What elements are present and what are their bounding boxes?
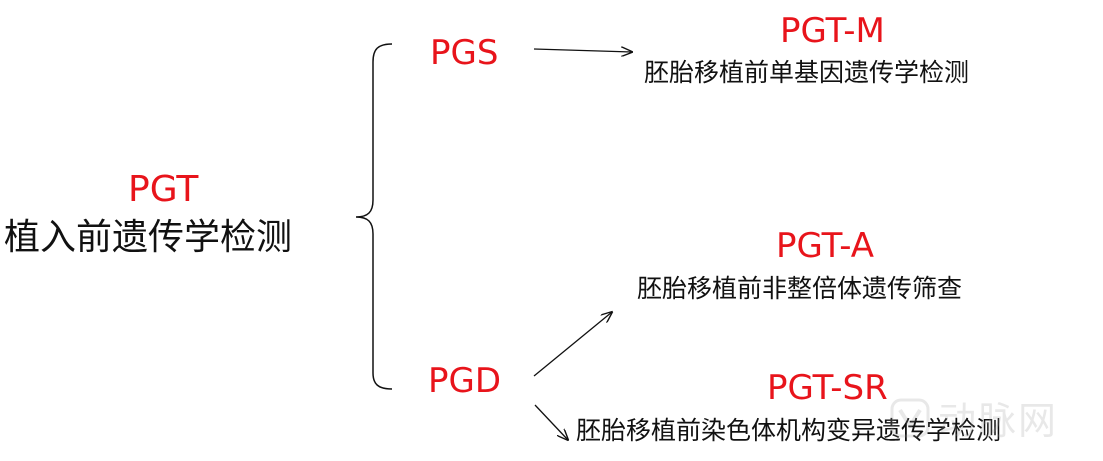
pgs-code-label: PGS — [430, 33, 499, 73]
arrow-pgs-to-pgt-m — [533, 49, 632, 52]
watermark-text: 动脉网 — [938, 399, 1059, 443]
curly-brace — [355, 43, 393, 390]
pgd-code-label: PGD — [428, 361, 502, 401]
pgt-sr-code-label: PGT-SR — [767, 368, 888, 408]
arrow-pgd-to-pgt-a — [533, 312, 612, 377]
pgt-m-code-label: PGT-M — [780, 11, 885, 51]
pgt-a-description-label: 胚胎移植前非整倍体遗传筛查 — [637, 274, 963, 303]
pgt-m-description-label: 胚胎移植前单基因遗传学检测 — [644, 58, 970, 87]
watermark: 动脉网 — [890, 390, 1058, 445]
watermark-logo-icon — [890, 398, 930, 437]
pgt-sr-description-label: 胚胎移植前染色体机构变异遗传学检测 — [576, 416, 1002, 445]
root-description-label: 植入前遗传学检测 — [4, 217, 293, 258]
arrow-pgd-to-pgt-sr — [534, 404, 568, 440]
pgt-a-code-label: PGT-A — [776, 226, 875, 266]
root-code-label: PGT — [128, 169, 199, 210]
